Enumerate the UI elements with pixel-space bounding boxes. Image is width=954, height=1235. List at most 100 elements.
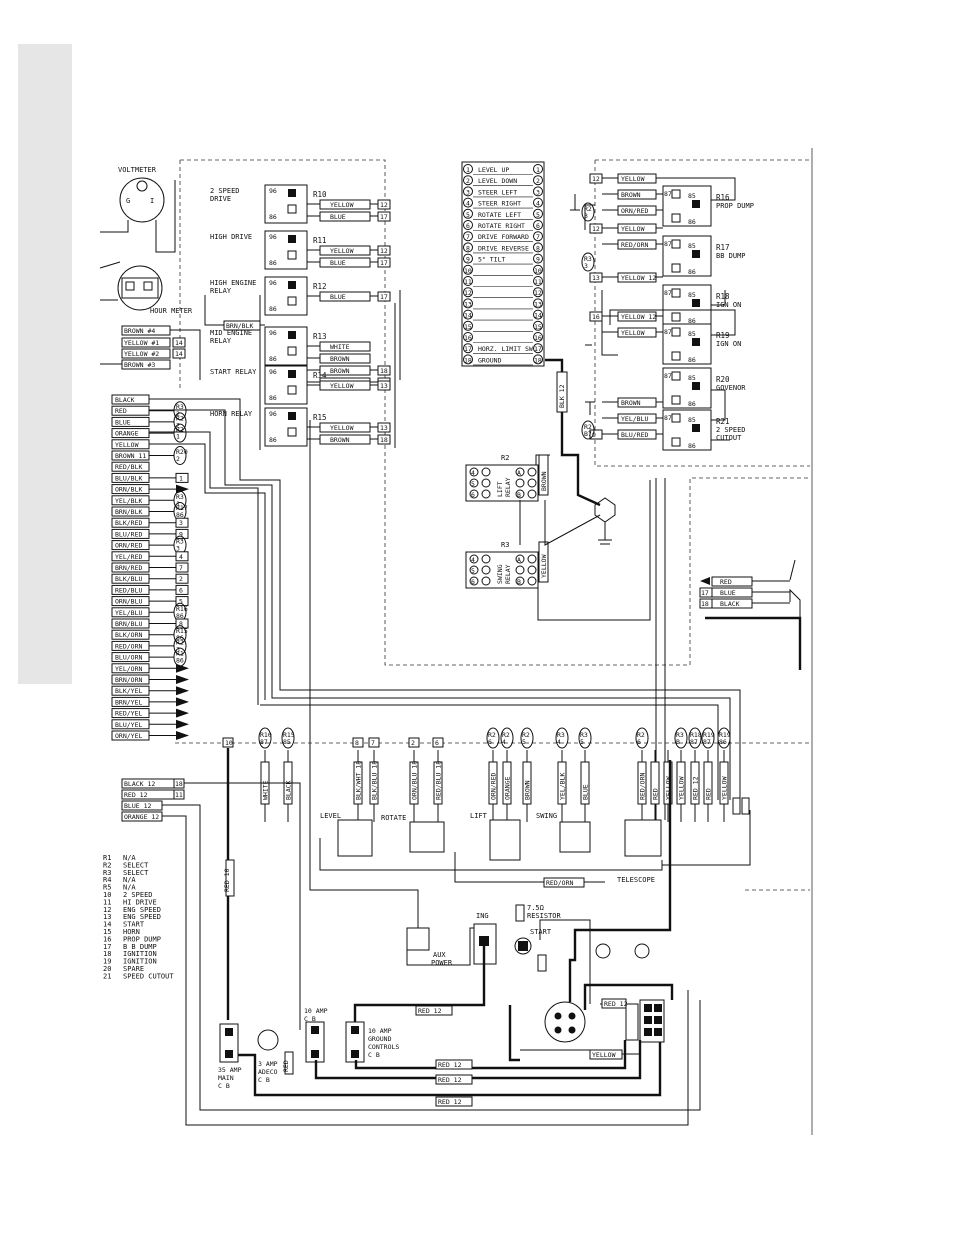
terminal-label: STEER LEFT [478, 188, 517, 196]
breaker-main-1: 35 AMP [218, 1066, 242, 1074]
left-wire-2: BLUE 12 [124, 802, 151, 810]
relay-contact [692, 338, 700, 346]
bottom-tag: 8 [352, 737, 364, 748]
legend-value: IGNITION [123, 950, 157, 958]
relay-wire-num-box [377, 422, 391, 433]
harness-wire-color: BRN/RED [115, 564, 142, 572]
relay-pin: 85 [688, 374, 696, 382]
red12-top: RED 12 [604, 1000, 628, 1008]
relay-id: R18 [716, 292, 730, 301]
legend-key: R5 [103, 884, 111, 892]
bottom-tag: R24 [500, 727, 514, 749]
relay-id: R12 [313, 282, 327, 291]
relay-pin: 86 [269, 213, 277, 221]
bottom-wire-label: ORN/BLU 18 [411, 761, 419, 800]
left-wire-1: RED 12 [124, 791, 148, 799]
relay-contact [671, 263, 681, 273]
harness-wire-color: BLU/BLK [115, 474, 142, 482]
bottom-tag-text: R10 [260, 731, 272, 739]
bottom-tag: 2 [408, 737, 420, 748]
terminal-num-left: 1 [466, 166, 470, 174]
harness-row: YELLOW [111, 439, 150, 450]
red12-2: RED 12 [438, 1061, 462, 1069]
breaker-ten-2: C B [304, 1015, 316, 1023]
relay-pin: 86 [269, 436, 277, 444]
terminal-num-left: 7 [466, 233, 470, 241]
bottom-wire: ORN/RED [488, 750, 498, 822]
bottom-wire: RED/BLU 18 [433, 750, 443, 822]
legend-key: 21 [103, 972, 111, 980]
bottom-wire-label: RED [652, 788, 660, 800]
bottom-tag-text: B [676, 738, 680, 746]
voltmeter-label: VOLTMETER [118, 166, 157, 174]
harness-wire-color: RED/YEL [115, 710, 142, 718]
legend-value: PROP DUMP [123, 935, 161, 943]
harness-num-box [175, 584, 189, 595]
relay-wire-color: BROWN [330, 355, 350, 363]
terminal-num-right: 6 [536, 222, 540, 230]
terminal-num-right: 2 [536, 177, 540, 185]
harness-tag-text: R15 [176, 627, 188, 635]
left-wire-num-1: 11 [175, 791, 183, 799]
harness-tag-text: R17 [176, 504, 188, 512]
terminal-label: DRIVE FORWARD [478, 233, 529, 241]
terminal-num-right: 14 [534, 312, 542, 320]
bottom-wire-label: RED [705, 788, 713, 800]
relay-wire-num: 12 [380, 247, 388, 255]
relay-contact [671, 351, 681, 361]
terminal-num-right: 5 [536, 211, 540, 219]
relay-id: R16 [716, 193, 730, 202]
relay-wire-color: BROWN [621, 399, 641, 407]
brn-blk-wire: BRN/BLK [204, 290, 401, 450]
relay-name: START RELAY [210, 368, 257, 376]
bottom-wire: BROWN [522, 750, 532, 822]
select-relay-name: LIFT [496, 481, 504, 497]
harness-wire-box [111, 461, 150, 472]
legend-key: R3 [103, 869, 111, 877]
relay-contact [288, 370, 296, 378]
legend-key: 17 [103, 943, 111, 951]
relay-id: R10 [313, 190, 327, 199]
relay-wire-color: BLUE [330, 293, 346, 301]
harness-wire-color: RED/BLK [115, 463, 142, 471]
harness-tag [173, 401, 187, 421]
relay-contact [671, 327, 681, 337]
relay-box [662, 235, 712, 277]
harness-wire-color: BLU/ORN [115, 654, 142, 662]
red12-4: RED 12 [438, 1098, 462, 1106]
bottom-tag-text: 6 [435, 739, 439, 747]
relay-wire-color: WHITE [330, 343, 350, 351]
terminal-num-right: 3 [536, 188, 540, 196]
terminal-num-left: 18 [464, 356, 472, 364]
breaker-ten-1: 10 AMP [304, 1007, 328, 1015]
relay-wire-color: YELLOW [330, 247, 354, 255]
harness-wire-color: BLK/BLU [115, 575, 142, 583]
harness-row: BLACK [111, 394, 150, 405]
harness-row: RED/YEL [111, 708, 189, 719]
harness-wire-color: BRN/BLK [115, 508, 142, 516]
bottom-tag-text: 6 [488, 738, 492, 746]
bottom-wire-label: ORN/RED [490, 773, 498, 800]
relay-contact [288, 331, 296, 339]
bottom-wire: WHITE [260, 750, 270, 822]
relay-wire-num-box [377, 211, 391, 222]
relay-box [662, 367, 712, 409]
harness-tag-text: 2 [176, 410, 180, 418]
harness-wire-color: ORN/BLU [115, 598, 142, 606]
page-margin-bar [18, 44, 72, 684]
legend-value: B B DUMP [123, 943, 157, 951]
terminal-label: STEER RIGHT [478, 200, 521, 208]
relay-pin: 87 [664, 328, 672, 336]
legend-key: 15 [103, 928, 111, 936]
